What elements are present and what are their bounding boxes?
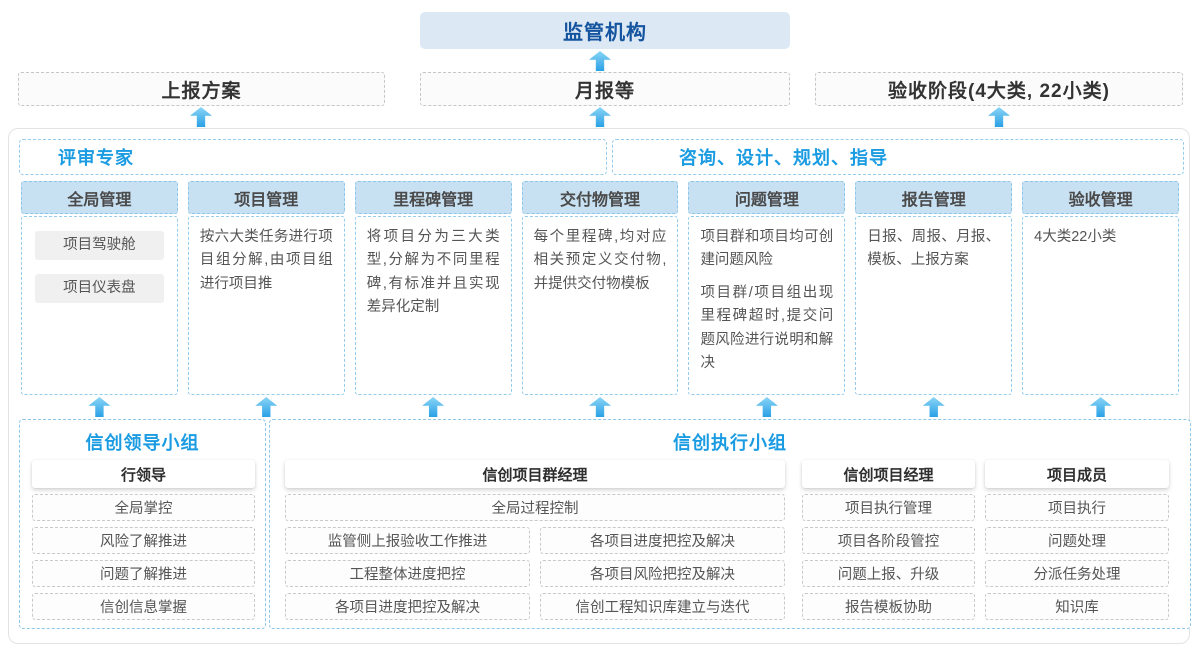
up-arrow-icon — [255, 397, 278, 417]
column-description: 4大类22小类 — [1034, 229, 1117, 245]
column-acceptance-management: 验收管理 4大类22小类 — [1022, 181, 1180, 395]
advisory-label: 咨询、设计、规划、指导 — [679, 148, 888, 168]
list-item: 问题了解推进 — [32, 560, 255, 587]
output-box-acceptance-phase: 验收阶段(4大类, 22小类) — [815, 72, 1183, 106]
list-item: 各项目风险把控及解决 — [540, 560, 785, 587]
column-project-management: 项目管理 按六大类任务进行项目组分解,由项目组进行项目推 — [187, 181, 345, 395]
management-columns: 全局管理 项目驾驶舱 项目仪表盘 项目管理 按六大类任务进行项目组分解,由项目组… — [21, 181, 1180, 395]
group-title: 信创执行小组 — [673, 433, 787, 453]
column-overall-management: 全局管理 项目驾驶舱 项目仪表盘 — [21, 181, 178, 395]
column-body: 4大类22小类 — [1022, 216, 1180, 395]
column-body: 按六大类任务进行项目组分解,由项目组进行项目推 — [187, 216, 345, 395]
column-description: 项目群和项目均可创建问题风险 — [700, 229, 834, 269]
column-milestone-management: 里程碑管理 将项目分为三大类型,分解为不同里程碑,有标准并且实现差异化定制 — [354, 181, 512, 395]
list-item: 项目执行 — [985, 494, 1169, 521]
up-arrow-icon — [988, 107, 1010, 127]
column-title: 问题管理 — [688, 181, 846, 214]
up-arrow-icon — [88, 397, 111, 417]
role-project-member: 项目成员 — [985, 460, 1169, 488]
output-box-report-plan: 上报方案 — [18, 72, 385, 106]
xinchuang-execution-group: 信创执行小组 信创项目群经理 全局过程控制 监管侧上报验收工作推进 工程整体进度… — [269, 419, 1191, 629]
list-item: 知识库 — [985, 593, 1169, 620]
column-title: 全局管理 — [21, 181, 178, 214]
column-body: 将项目分为三大类型,分解为不同里程碑,有标准并且实现差异化定制 — [354, 216, 512, 395]
up-arrow-icon — [589, 51, 611, 71]
role-bank-leaders: 行领导 — [32, 460, 255, 488]
column-issue-management: 问题管理 项目群和项目均可创建问题风险 项目群/项目组出现里程碑超时,提交问题风… — [688, 181, 846, 395]
expert-review-label: 评审专家 — [58, 148, 134, 168]
project-cockpit-chip: 项目驾驶舱 — [35, 231, 164, 260]
column-description: 按六大类任务进行项目组分解,由项目组进行项目推 — [199, 229, 333, 292]
list-item: 分派任务处理 — [985, 560, 1169, 587]
column-arrows-row — [21, 397, 1179, 417]
up-arrow-icon — [190, 107, 212, 127]
column-description: 将项目分为三大类型,分解为不同里程碑,有标准并且实现差异化定制 — [366, 229, 500, 316]
column-deliverable-management: 交付物管理 每个里程碑,均对应相关预定义交付物,并提供交付物模板 — [521, 181, 679, 395]
column-body: 每个里程碑,均对应相关预定义交付物,并提供交付物模板 — [521, 216, 679, 395]
output-box-monthly-report: 月报等 — [420, 72, 790, 106]
list-item: 风险了解推进 — [32, 527, 255, 554]
list-item: 信创工程知识库建立与迭代 — [540, 593, 785, 620]
xinchuang-leadership-group: 信创领导小组 行领导 全局掌控 风险了解推进 问题了解推进 信创信息掌握 — [19, 419, 266, 629]
column-title: 里程碑管理 — [354, 181, 512, 214]
column-body: 项目驾驶舱 项目仪表盘 — [21, 216, 178, 395]
list-item: 问题处理 — [985, 527, 1169, 554]
group-title: 信创领导小组 — [85, 433, 200, 453]
up-arrow-icon — [755, 397, 778, 417]
list-item: 全局掌控 — [32, 494, 255, 521]
column-title: 交付物管理 — [521, 181, 679, 214]
up-arrow-icon — [589, 107, 611, 127]
list-item: 信创信息掌握 — [32, 593, 255, 620]
expert-review-strip: 评审专家 — [19, 139, 607, 175]
column-title: 验收管理 — [1022, 181, 1180, 214]
advisory-strip: 咨询、设计、规划、指导 — [612, 139, 1184, 175]
list-item: 报告模板协助 — [802, 593, 975, 620]
column-description: 项目群/项目组出现里程碑超时,提交问题风险进行说明和解决 — [700, 284, 834, 372]
list-item: 各项目进度把控及解决 — [285, 593, 530, 620]
column-body: 日报、周报、月报、模板、上报方案 — [855, 216, 1013, 395]
column-title: 项目管理 — [187, 181, 345, 214]
up-arrow-icon — [589, 397, 611, 417]
regulator-box: 监管机构 — [420, 12, 790, 49]
list-item: 项目执行管理 — [802, 494, 975, 521]
project-dashboard-chip: 项目仪表盘 — [35, 274, 164, 303]
list-item: 工程整体进度把控 — [285, 560, 530, 587]
platform-panel: 评审专家 咨询、设计、规划、指导 全局管理 项目驾驶舱 项目仪表盘 项目管理 按… — [8, 128, 1191, 644]
column-description: 日报、周报、月报、模板、上报方案 — [867, 229, 1001, 269]
list-item: 项目各阶段管控 — [802, 527, 975, 554]
list-item: 问题上报、升级 — [802, 560, 975, 587]
column-description: 每个里程碑,均对应相关预定义交付物,并提供交付物模板 — [533, 229, 667, 292]
role-program-manager: 信创项目群经理 — [285, 460, 785, 488]
up-arrow-icon — [922, 397, 945, 417]
up-arrow-icon — [1089, 397, 1112, 417]
role-project-manager: 信创项目经理 — [802, 460, 975, 488]
up-arrow-icon — [422, 397, 445, 417]
column-title: 报告管理 — [855, 181, 1013, 214]
list-item: 全局过程控制 — [285, 494, 785, 521]
list-item: 监管侧上报验收工作推进 — [285, 527, 530, 554]
list-item: 各项目进度把控及解决 — [540, 527, 785, 554]
column-body: 项目群和项目均可创建问题风险 项目群/项目组出现里程碑超时,提交问题风险进行说明… — [688, 216, 846, 395]
column-report-management: 报告管理 日报、周报、月报、模板、上报方案 — [855, 181, 1013, 395]
